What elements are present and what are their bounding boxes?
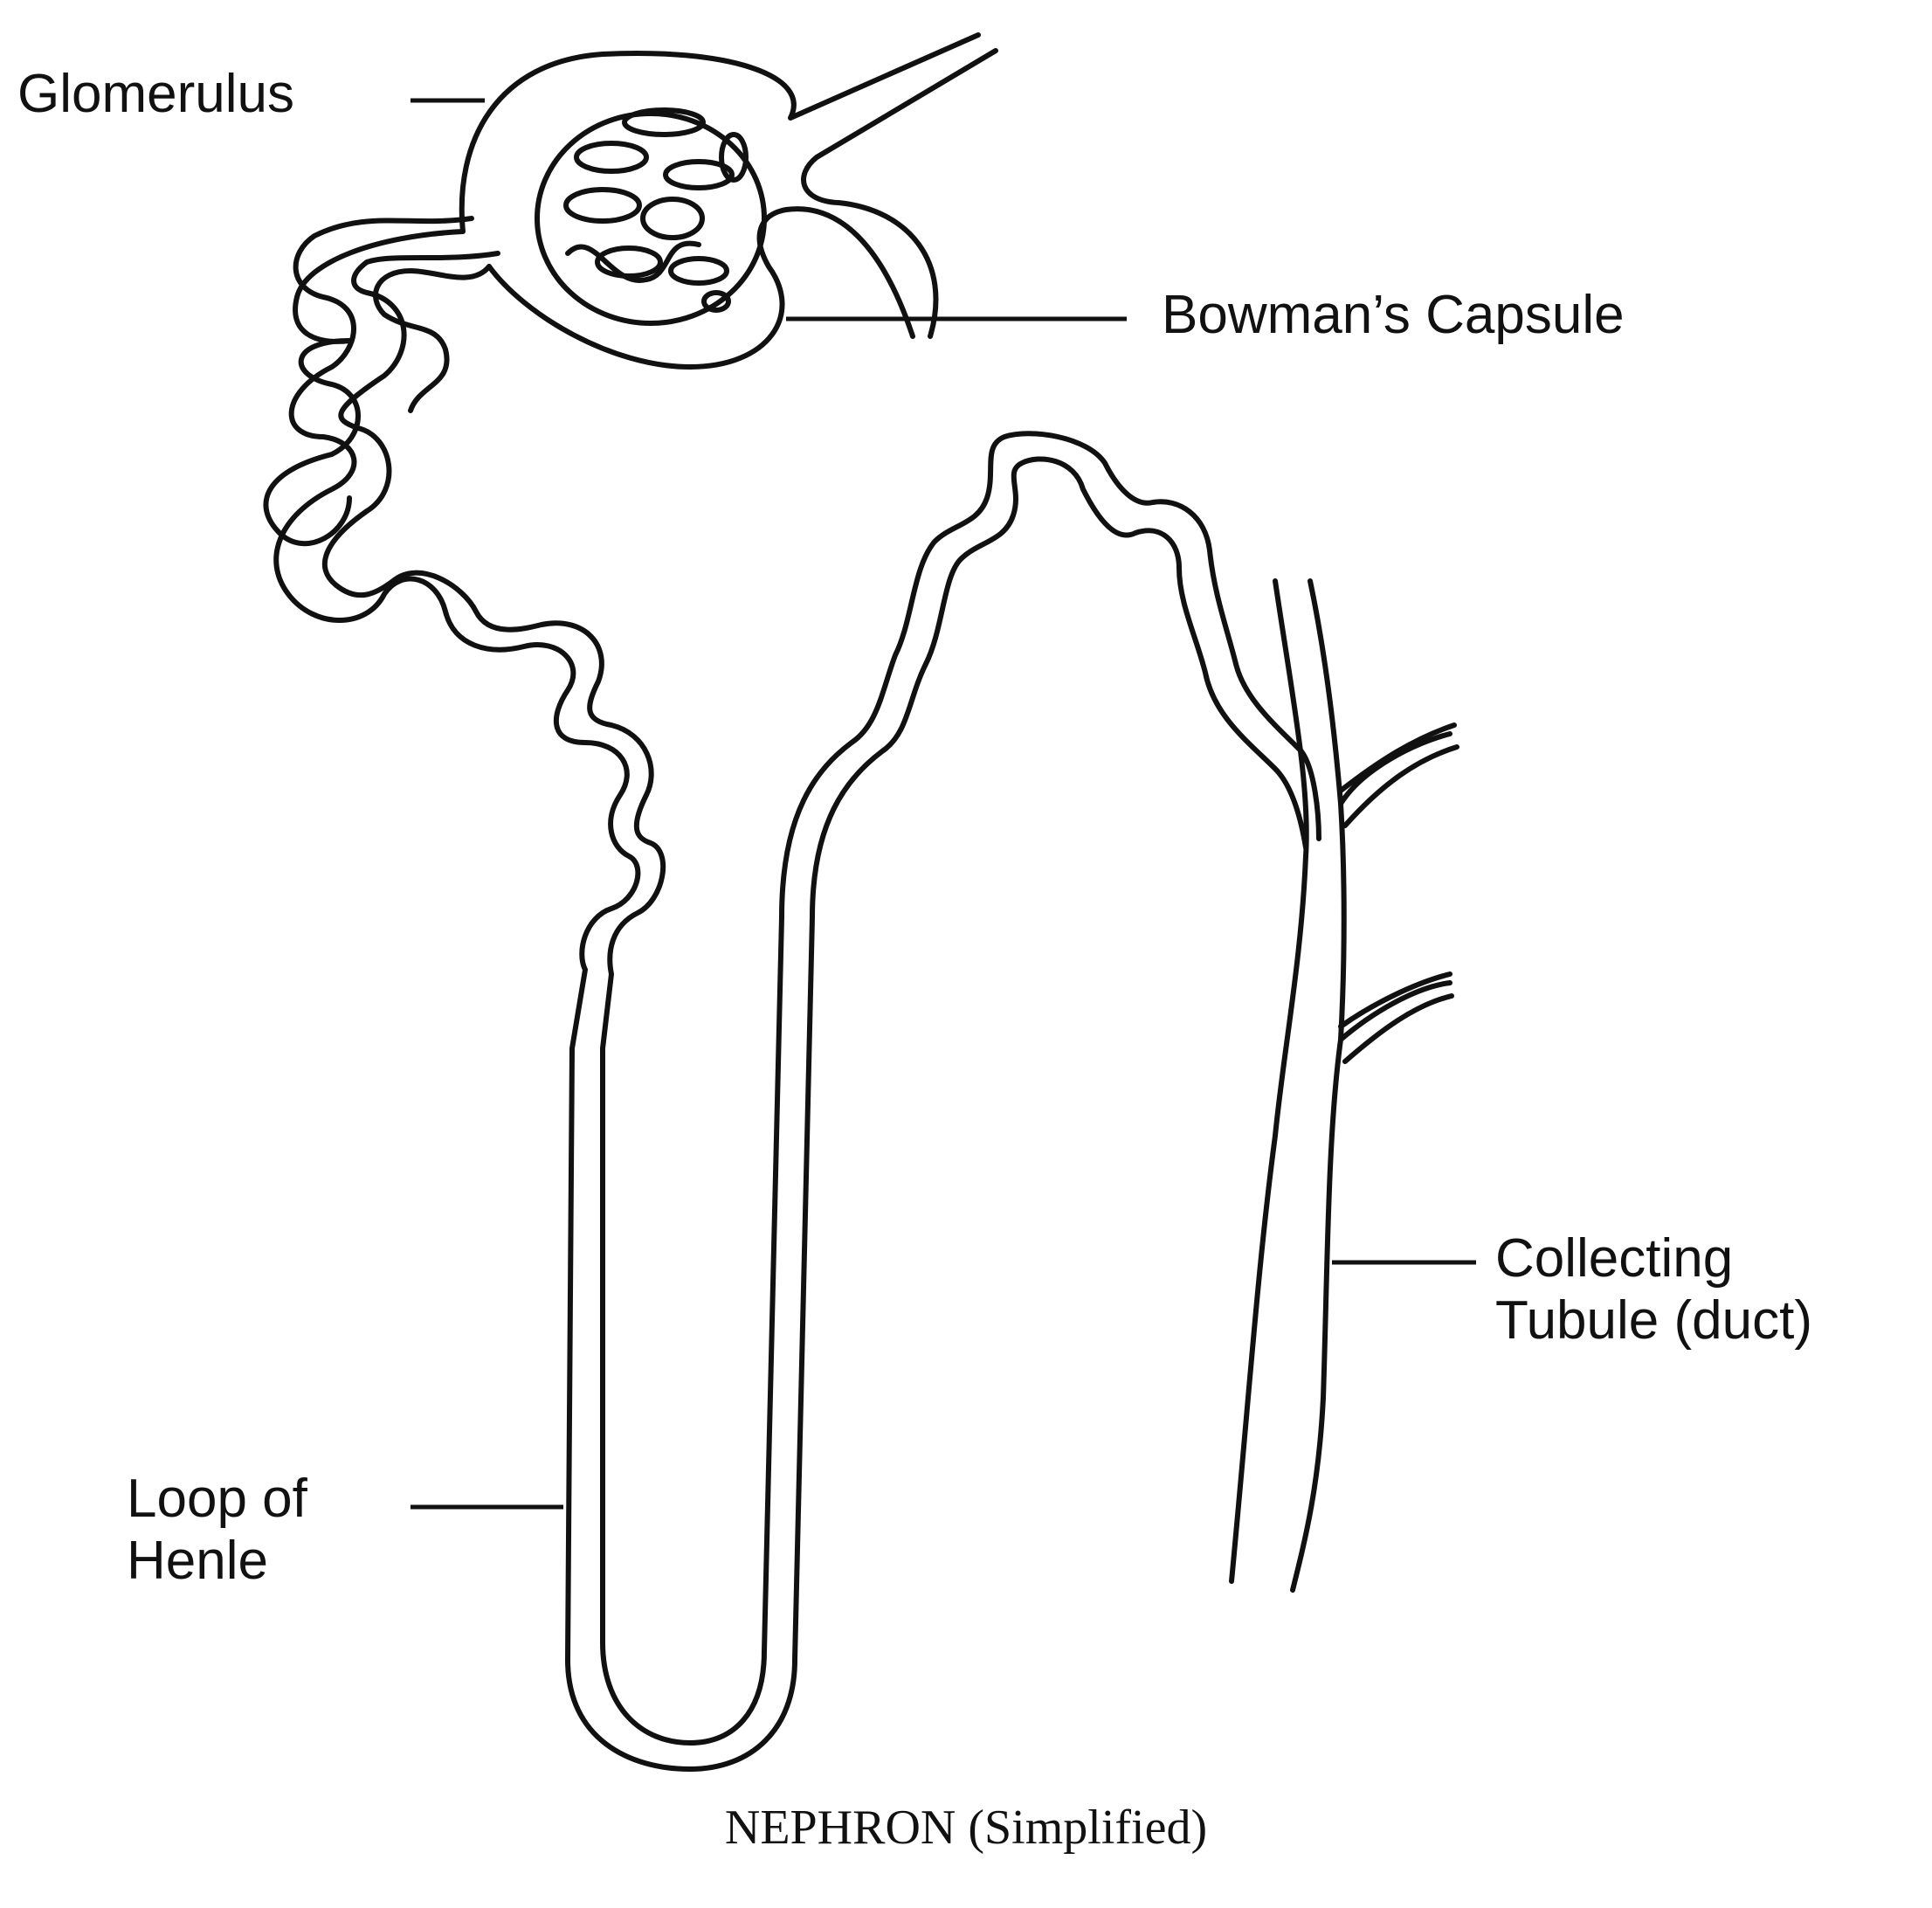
bowmans-capsule-inner (486, 206, 915, 370)
distal-tubule-outer (810, 456, 1308, 920)
collecting-duct-right (1290, 578, 1452, 1593)
figure-caption: NEPHRON (Simplified) (724, 1801, 1208, 1855)
loop-of-henle-inner (600, 915, 784, 1746)
proximal-tubule-a (273, 216, 641, 1663)
bowmans-capsule-label: Bowman’s Capsule (1162, 285, 1625, 345)
collecting-tubule-label-line2: Tubule (duct) (1495, 1290, 1812, 1352)
collecting-duct-left (1229, 578, 1309, 1584)
collecting-tubule-label: Collecting Tubule (duct) (1495, 1227, 1812, 1352)
proximal-tubule-outer (263, 338, 361, 547)
bowmans-capsule-outer (293, 32, 998, 344)
capsule-lower-wall (373, 264, 492, 413)
glomerulus-knot (535, 107, 767, 326)
proximal-tubule-b (321, 251, 666, 1645)
distal-tubule-inner (779, 431, 1321, 920)
loop-of-henle-label: Loop of Henle (127, 1468, 307, 1593)
collecting-branch-upper (1338, 722, 1459, 828)
loop-of-henle-outer (565, 915, 815, 1772)
glomerulus-label: Glomerulus (17, 64, 294, 124)
collecting-tubule-label-line1: Collecting (1495, 1228, 1734, 1289)
loop-of-henle-label-line1: Loop of (127, 1469, 307, 1529)
loop-of-henle-label-line2: Henle (127, 1531, 268, 1592)
collecting-branch-lower (1338, 971, 1454, 1064)
